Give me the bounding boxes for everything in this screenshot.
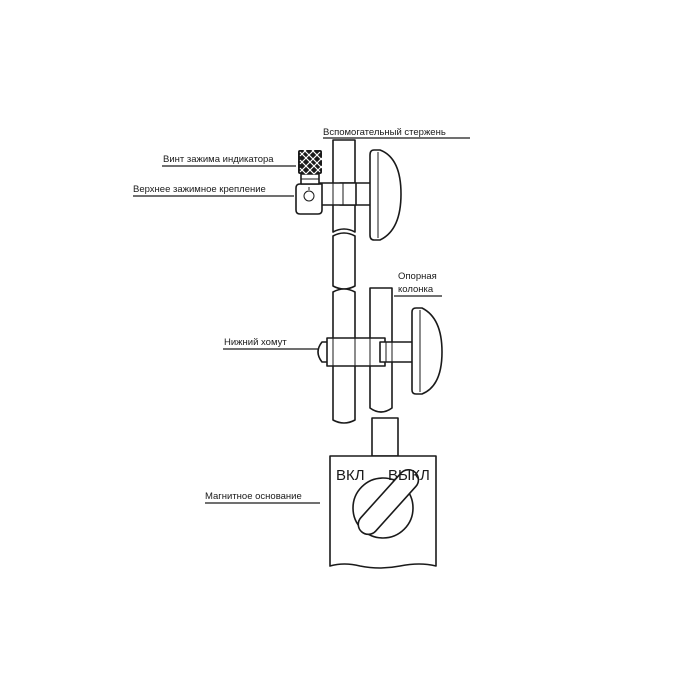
lower-clamp-assembly <box>317 307 443 395</box>
label-auxiliary-rod: Вспомогательный стержень <box>323 127 446 138</box>
label-indicator-clamp-screw: Винт зажима индикатора <box>163 154 274 165</box>
label-support-column-line1: Опорная <box>398 271 437 282</box>
label-lower-clamp: Нижний хомут <box>224 337 287 348</box>
label-upper-clamp: Верхнее зажимное крепление <box>133 184 266 195</box>
indicator-clamp-screw <box>298 149 323 175</box>
magnetic-base <box>329 455 437 569</box>
support-column <box>369 287 399 457</box>
auxiliary-rod <box>332 139 356 290</box>
switch-off-label: ВЫКЛ <box>388 467 430 484</box>
upper-clamp-assembly <box>295 149 402 241</box>
callout-lines <box>133 137 470 504</box>
switch-on-label: ВКЛ <box>336 467 365 484</box>
label-magnetic-base: Магнитное основание <box>205 491 302 502</box>
label-support-column-line2: колонка <box>398 284 434 295</box>
